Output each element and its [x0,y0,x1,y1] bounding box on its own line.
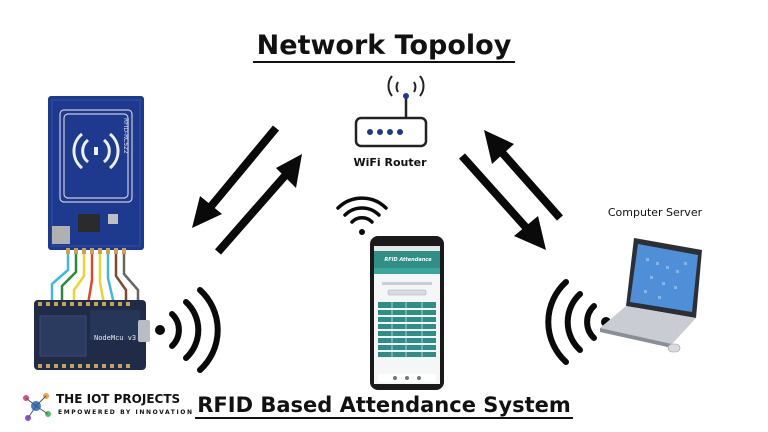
arrow-server-to-router [484,130,563,221]
arrow-router-to-mcu [192,125,280,228]
brand-name: THE IOT PROJECTS [56,392,181,406]
smartphone [370,236,444,390]
arrow-router-to-server [459,153,546,250]
router-icon [354,75,428,148]
rfid-board [48,96,144,250]
jumper-wires [50,254,140,305]
diagram-subtitle: RFID Based Attendance System [0,393,768,419]
laptop-icon [600,238,702,353]
nodemcu-board: NodeMcu v3 [34,300,150,370]
brand-block: THE IOT PROJECTS EMPOWERED BY INNOVATION [22,392,242,422]
nodemcu-label: NodeMcu v3 [94,334,136,342]
server-label: Computer Server [607,206,703,219]
mcu-signal-icon [155,287,221,373]
brand-tagline: EMPOWERED BY INNOVATION [58,409,194,416]
phone-app-title: RFID Attendance [384,257,432,263]
rfid-module: RFID-RC522 [48,96,144,254]
brand-logo-icon [23,393,51,421]
router-label: WiFi Router [353,156,427,169]
diagram-title: Network Topoloy [0,30,768,63]
diagram-subtitle-text: RFID Based Attendance System [195,393,573,419]
rfid-module-label: RFID-RC522 [122,118,129,154]
rfid-wave-icon [72,132,120,170]
server-signal-icon [545,279,611,365]
arrow-mcu-to-router [214,154,302,255]
phone-wifi-icon [336,196,388,235]
diagram-title-text: Network Topoloy [252,30,516,63]
